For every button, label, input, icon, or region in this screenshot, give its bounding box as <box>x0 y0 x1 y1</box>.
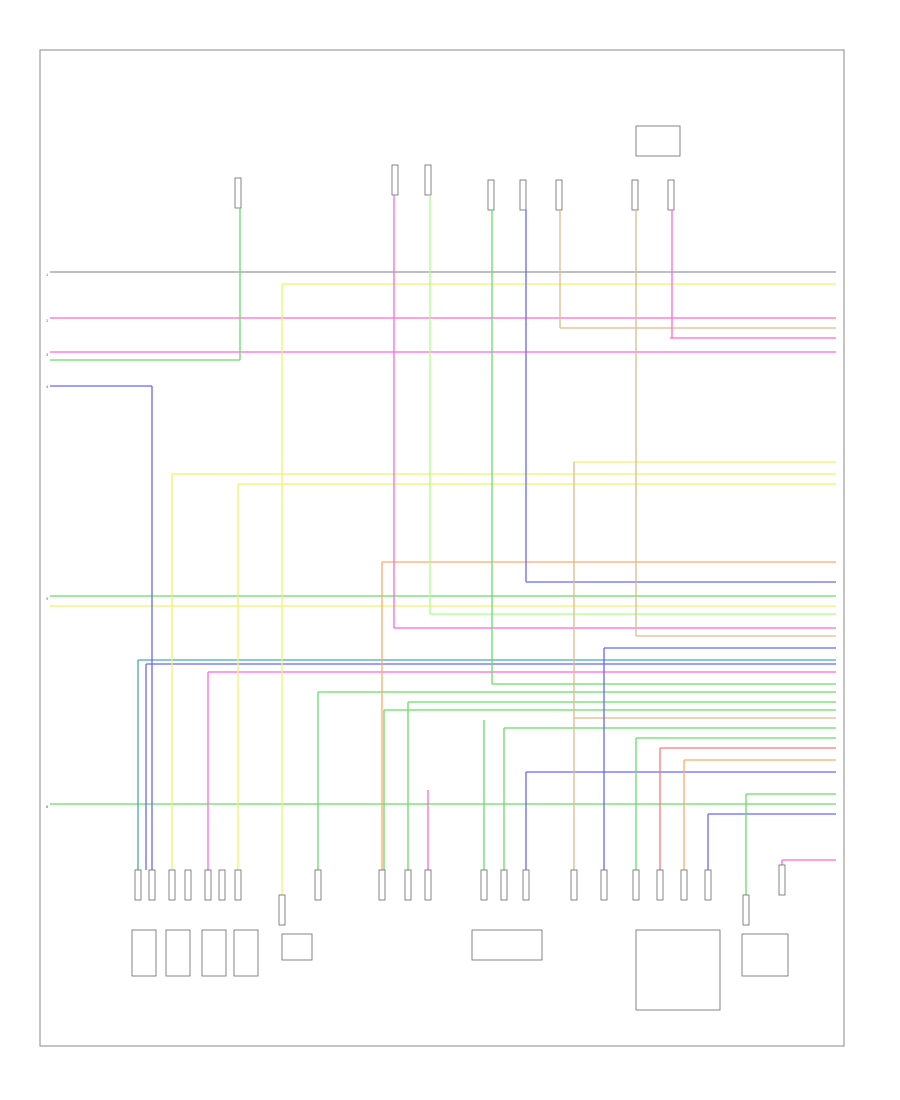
top-component-3 <box>487 179 563 211</box>
svg-text:6: 6 <box>46 805 49 809</box>
bottom-component-8 <box>741 933 789 977</box>
bottom-component-6 <box>471 929 543 961</box>
top-component-4 <box>631 125 681 211</box>
bottom-component-2 <box>165 929 191 977</box>
bottom-component-1 <box>131 929 157 977</box>
edge-ticks: 1 2 3 4 5 6 <box>46 273 49 809</box>
svg-text:2: 2 <box>46 319 48 323</box>
bottom-connectors <box>134 864 786 926</box>
svg-text:5: 5 <box>46 597 48 601</box>
svg-text:3: 3 <box>46 353 48 357</box>
vertical-wires <box>137 195 783 895</box>
bottom-component-7 <box>635 929 721 1011</box>
horizontal-wires <box>50 271 836 861</box>
svg-text:4: 4 <box>46 385 49 389</box>
bottom-component-3 <box>201 929 227 977</box>
bottom-component-4 <box>233 929 259 977</box>
diagram-frame <box>39 49 845 1047</box>
bottom-components <box>131 929 789 1011</box>
svg-text:1: 1 <box>46 273 48 277</box>
bottom-component-5 <box>281 933 313 961</box>
top-component-2 <box>391 164 432 196</box>
top-component-1 <box>234 177 242 209</box>
